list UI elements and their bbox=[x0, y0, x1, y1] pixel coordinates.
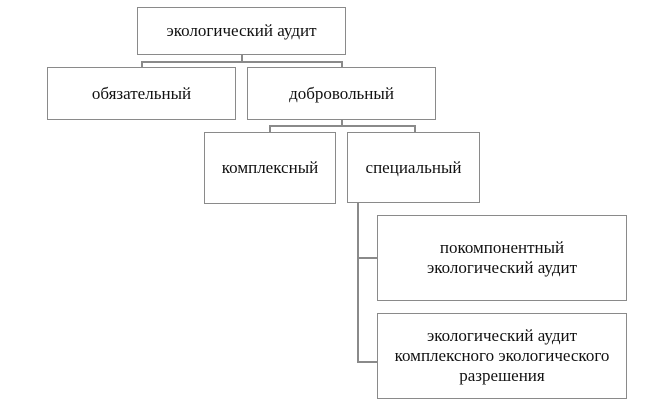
node-label: добровольный bbox=[289, 83, 394, 103]
node-label-line: экологический аудит bbox=[426, 258, 578, 277]
connector bbox=[357, 361, 378, 363]
connector bbox=[357, 202, 359, 363]
node-label-line: разрешения bbox=[459, 366, 545, 385]
node-permit-audit: экологический аудит комплексного экологи… bbox=[377, 313, 627, 399]
node-special: специальный bbox=[347, 132, 480, 203]
node-label-line: покомпонентный bbox=[439, 238, 565, 257]
connector bbox=[357, 257, 378, 259]
connector bbox=[241, 54, 243, 62]
connector bbox=[341, 119, 343, 126]
connector bbox=[269, 125, 271, 132]
node-label-line: экологический аудит bbox=[426, 326, 578, 345]
connector bbox=[341, 61, 343, 68]
node-voluntary: добровольный bbox=[247, 67, 436, 120]
node-label-line: комплексного экологического bbox=[394, 346, 610, 365]
node-complex: комплексный bbox=[204, 132, 336, 204]
node-mandatory: обязательный bbox=[47, 67, 236, 120]
connector bbox=[414, 125, 416, 132]
node-component-audit: покомпонентный экологический аудит bbox=[377, 215, 627, 301]
connector bbox=[141, 61, 143, 68]
node-root: экологический аудит bbox=[137, 7, 346, 55]
node-label: специальный bbox=[365, 157, 462, 177]
connector bbox=[269, 125, 416, 127]
node-label: обязательный bbox=[91, 83, 192, 103]
node-label: экологический аудит bbox=[166, 21, 317, 40]
connector bbox=[141, 61, 343, 63]
node-label: комплексный bbox=[221, 158, 319, 177]
